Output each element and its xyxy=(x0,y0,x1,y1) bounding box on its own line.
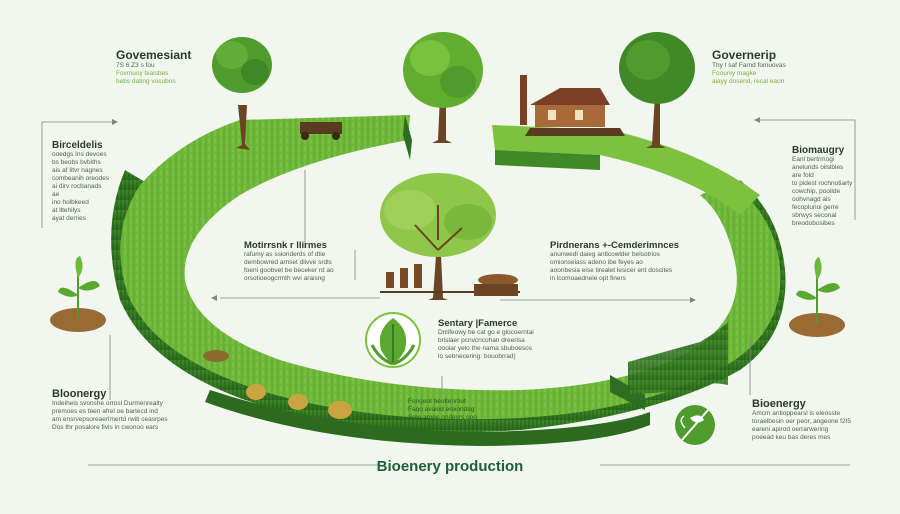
ring-segment-right xyxy=(492,125,760,215)
label-left-mid-line: ae xyxy=(52,191,60,198)
label-left-mid-line: ais af litvr nagnes xyxy=(52,167,103,174)
label-bottom-left: Bloonergy Indeiheis svonshe orrosl Durme… xyxy=(52,388,202,432)
label-bottom-right-line: Amcm antioppearsl is eleosste xyxy=(752,410,841,417)
label-center-bottom-line: brislaer pcnvcncohan dreerisa xyxy=(438,337,525,344)
label-right-mid-line: breodobosibes xyxy=(792,220,835,227)
label-center-left-line: dembowred arnset dlivve srdls xyxy=(244,259,332,266)
label-center-bottom-line: lo sebnecering: bouobrrad) xyxy=(438,353,516,360)
label-bottom-left-line: Dos thr posalore fivis in cwonoo ears xyxy=(52,424,159,431)
label-left-mid-line: ooedgs Ins devoes xyxy=(52,151,107,158)
label-bottom-right: Bioenergy Amcm antioppearsl is eleosste … xyxy=(752,398,882,442)
grass-ring xyxy=(111,115,786,446)
label-right-mid: Biomaugry Eanl bertrmogi anelunds oilslb… xyxy=(792,145,867,228)
label-right-mid-line: oohvnagd ais xyxy=(792,196,831,203)
label-left-mid-line: ino holbkeed xyxy=(52,199,89,206)
label-inner-bottom-line: Faqo avaiod ereiondag xyxy=(408,406,475,413)
label-center-left-line: orsotioeogcrmth wvi araisng xyxy=(244,275,325,282)
label-bottom-right-line: toraelbesin oer peor, angeone f2I5 xyxy=(752,418,852,425)
label-top-left-line: 7S 6 Z3 s fou xyxy=(116,62,155,69)
label-bottom-right-title: Bioenergy xyxy=(752,398,806,410)
label-bottom-right-line: eareni apirod oerrarwering xyxy=(752,426,829,433)
tree-top-center xyxy=(403,32,483,143)
label-top-right-title: Governerip xyxy=(712,48,777,62)
label-right-mid-line: to pidest rochnotiarty xyxy=(792,180,853,187)
label-right-mid-line: are fold xyxy=(792,172,814,179)
label-top-right-green: aiayy dosend, recal eaon xyxy=(712,78,785,85)
label-right-mid-line: anelunds oilslbles xyxy=(792,164,844,171)
farm-cart xyxy=(300,122,342,140)
label-center-right: Pirdnerans +-Cemderimnces anunwedl daieg… xyxy=(550,240,680,283)
label-right-mid-line: sbrwys seconal xyxy=(792,212,837,219)
label-right-mid-line: Eanl bertrmogi xyxy=(792,156,835,163)
label-top-right-green: Foouniy magke xyxy=(712,70,757,77)
label-center-right-line: anunwedl daieg antlcowlder belsotrios xyxy=(550,251,660,258)
label-right-mid-line: cowchip, pooilde xyxy=(792,188,841,195)
label-top-left-green: Fovmuoy biaisbes xyxy=(116,70,169,77)
label-right-mid-line: fecoplurioi gerre xyxy=(792,204,839,211)
label-left-mid-line: combeanih oreodes xyxy=(52,175,110,182)
label-center-right-line: aoonbesia eise tirealet lesicer ent dosc… xyxy=(550,267,673,274)
label-center-right-line: omionseiass adeno ibe feyes ao xyxy=(550,259,643,266)
label-center-bottom-title: Sentary |Famerce xyxy=(438,318,518,329)
label-center-bottom-line: Dnlifeowy be cat go e glocoerntai xyxy=(438,329,534,336)
label-left-mid-line: at lltehilys xyxy=(52,207,81,214)
hand-leaf-icon xyxy=(675,405,715,445)
label-bottom-right-line: poeead keu bas deres mes xyxy=(752,434,831,441)
label-left-mid-line: ayat derries xyxy=(52,215,86,222)
label-left-mid: Birceldelis ooedgs Ins devoes bs beobs b… xyxy=(52,140,114,223)
label-center-right-title: Pirdnerans +-Cemderimnces xyxy=(550,240,680,251)
label-center-bottom: Sentary |Famerce Dnlifeowy be cat go e g… xyxy=(438,318,548,361)
label-center-bottom-line: ooolar yelo the nama sbuboesos xyxy=(438,345,532,352)
label-center-left-line: rafumy as ssionderds of dtie xyxy=(244,251,326,258)
label-top-left-green: bebs dating vocubos xyxy=(116,78,176,85)
footer-title: Bioenery production xyxy=(376,458,524,475)
leaf-recycle-icon xyxy=(365,312,421,368)
label-inner-bottom: Fongeot beoltenrtiot Faqo avaiod ereiond… xyxy=(408,398,508,422)
connector-arrowheads xyxy=(112,117,760,303)
seedling-right xyxy=(789,257,845,337)
label-top-right: Governerip Thy I saf Farnd fomuovas Foou… xyxy=(712,48,842,86)
label-inner-bottom-line: Fongeot beoltenrtiot xyxy=(408,398,466,405)
tree-center xyxy=(380,173,496,300)
label-left-mid-title: Birceldelis xyxy=(52,140,103,151)
label-bottom-left-line: premoes es teen afrel oe bartecd ind xyxy=(52,408,158,415)
label-center-left: Motirrsnk r llirmes rafumy as ssionderds… xyxy=(244,240,354,283)
label-center-left-title: Motirrsnk r llirmes xyxy=(244,240,327,251)
label-bottom-left-line: Indeiheis svonshe orrosl Durmenrealty xyxy=(52,400,163,407)
label-bottom-left-title: Bloonergy xyxy=(52,388,107,400)
label-center-left-line: foeni goobvet be beceker rd ao xyxy=(244,267,334,274)
bio-crates xyxy=(474,274,518,296)
label-bottom-left-line: am ensrvepsoreaerlmertd rwiti ceasrpes xyxy=(52,416,168,423)
label-center-right-line: in lcomoaedneie opt finers xyxy=(550,275,626,282)
label-right-mid-title: Biomaugry xyxy=(792,145,845,156)
label-top-left-title: Govemesiant xyxy=(116,48,192,62)
label-left-mid-line: ai dirv rocbanads xyxy=(52,183,102,190)
label-top-right-line: Thy I saf Farnd fomuovas xyxy=(712,62,786,69)
tree-top-right xyxy=(619,32,695,148)
biomass-piles xyxy=(203,350,352,419)
connector-lines xyxy=(41,119,856,466)
label-left-mid-line: bs beobs bvbiths xyxy=(52,159,101,166)
label-top-left: Govemesiant 7S 6 Z3 s fou Fovmuoy biaisb… xyxy=(116,48,226,86)
seedling-left xyxy=(50,256,106,332)
ring-surface xyxy=(120,115,781,420)
tree-top-left xyxy=(212,37,272,150)
farmhouse xyxy=(520,75,625,136)
label-inner-bottom-line: Smo amee ondeyrs ooo xyxy=(408,414,478,421)
